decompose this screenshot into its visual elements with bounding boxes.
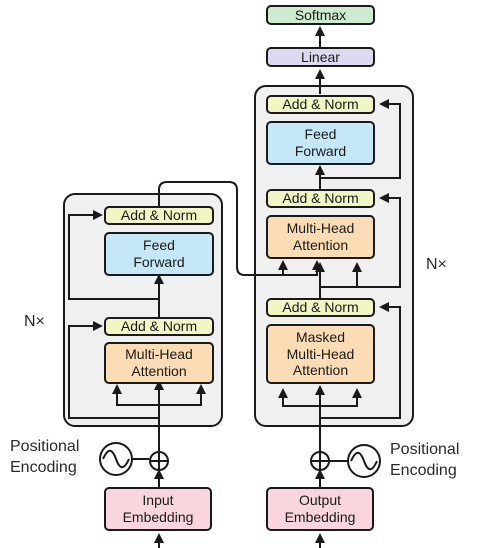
encoder-add-norm-top-label: Add & Norm	[120, 207, 198, 224]
output-embedding-line2: Embedding	[284, 509, 356, 525]
decoder-positional-line2: Encoding	[390, 461, 457, 479]
input-embedding: Input Embedding	[104, 487, 212, 531]
decoder-add-norm-bottom-label: Add & Norm	[282, 299, 359, 316]
encoder-add-norm-bottom-label: Add & Norm	[120, 318, 198, 335]
encoder-attention-line1: Multi-Head	[125, 346, 193, 363]
decoder-add-norm-top: Add & Norm	[266, 95, 375, 114]
decoder-add-norm-bottom: Add & Norm	[266, 298, 375, 317]
decoder-attention-line2: Attention	[292, 237, 349, 253]
decoder-add-norm-middle-label: Add & Norm	[282, 190, 359, 207]
masked-attention-line3: Attention	[292, 362, 349, 379]
encoder-positional-encoding-label: Positional Encoding	[10, 437, 79, 479]
softmax-box: Softmax	[266, 5, 375, 25]
input-embedding-line2: Embedding	[122, 509, 194, 525]
linear-box: Linear	[266, 47, 375, 67]
output-embedding: Output Embedding	[266, 487, 374, 531]
decoder-positional-line1: Positional	[390, 441, 460, 458]
encoder-attention-line2: Attention	[131, 363, 187, 379]
decoder-positional-encoding-label: Positional Encoding	[390, 440, 459, 482]
decoder-feed-forward-line2: Forward	[294, 143, 347, 159]
decoder-masked-multi-head-attention: Masked Multi-Head Attention	[266, 324, 375, 384]
decoder-repeat-label: N×	[426, 256, 447, 273]
masked-attention-line1: Masked	[295, 328, 346, 345]
decoder-multi-head-attention: Multi-Head Attention	[266, 215, 375, 259]
output-embedding-line1: Output	[298, 492, 342, 509]
encoder-feed-forward-line2: Forward	[133, 254, 185, 270]
input-embedding-line1: Input	[142, 492, 174, 509]
encoder-feed-forward: Feed Forward	[104, 232, 214, 276]
encoder-repeat-label: N×	[24, 313, 45, 330]
encoder-positional-line1: Positional	[10, 438, 80, 455]
encoder-positional-line2: Encoding	[10, 458, 77, 476]
linear-label: Linear	[301, 48, 340, 65]
encoder-feed-forward-line1: Feed	[143, 237, 175, 254]
encoder-add-norm-top: Add & Norm	[104, 206, 214, 225]
decoder-add-norm-top-label: Add & Norm	[282, 96, 359, 113]
masked-attention-line2: Multi-Head	[286, 345, 355, 362]
decoder-feed-forward-line1: Feed	[304, 126, 337, 143]
decoder-add-norm-middle: Add & Norm	[266, 189, 375, 208]
encoder-multi-head-attention: Multi-Head Attention	[104, 342, 214, 384]
encoder-add-norm-bottom: Add & Norm	[104, 317, 214, 336]
decoder-attention-line1: Multi-Head	[286, 220, 355, 237]
softmax-label: Softmax	[294, 6, 347, 23]
decoder-feed-forward: Feed Forward	[266, 121, 375, 165]
